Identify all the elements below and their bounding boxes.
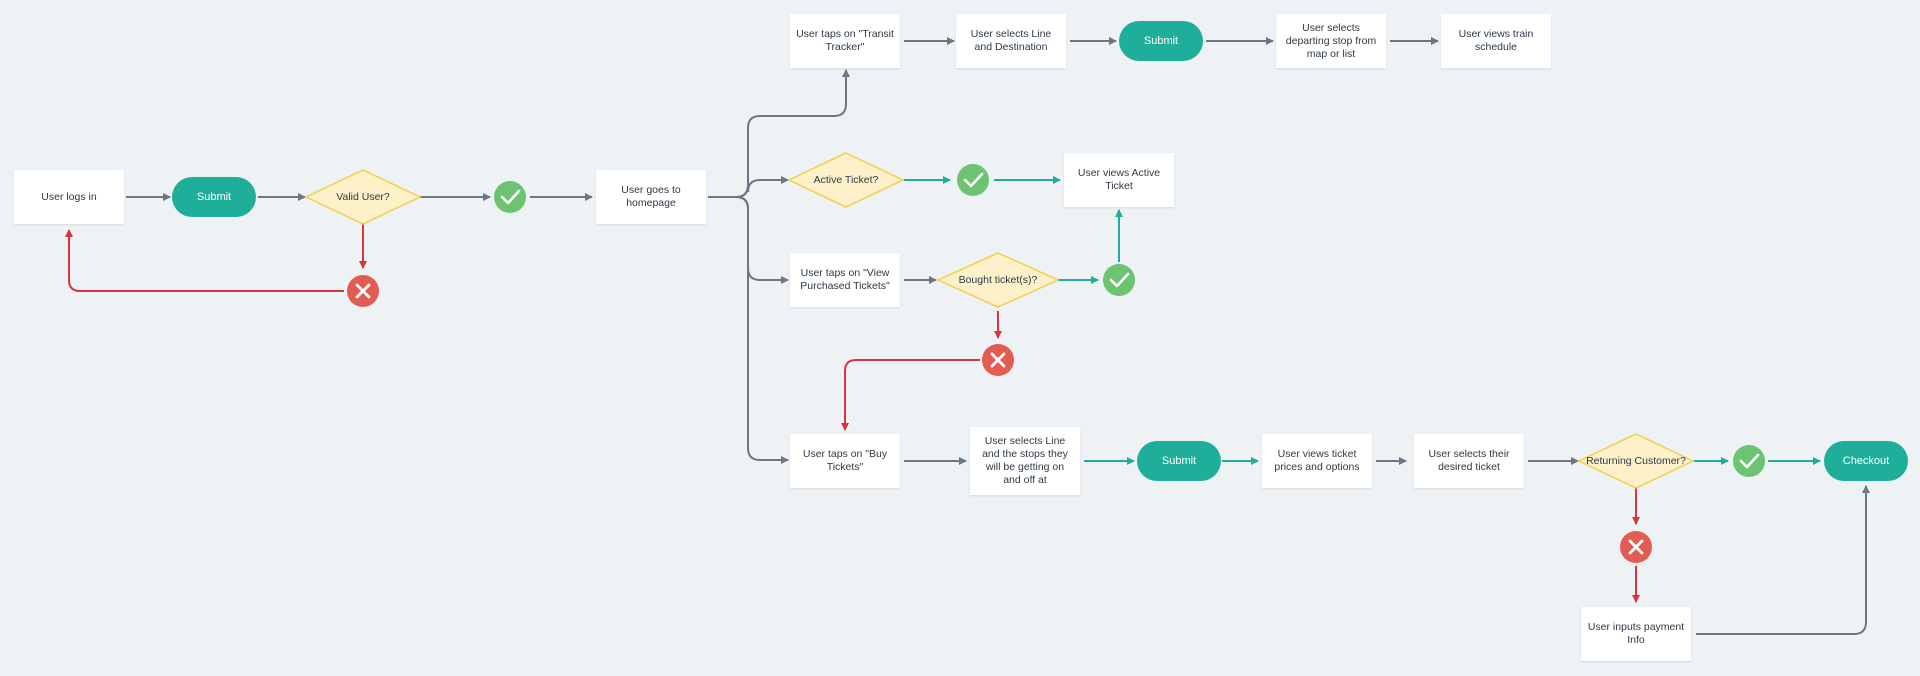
decision-returning-customer xyxy=(1577,433,1695,489)
check-circle-icon xyxy=(1733,445,1765,477)
decision-bought-tickets xyxy=(936,252,1060,308)
step-label: User selects Line and Destination xyxy=(970,28,1052,53)
step-taps-buy-tickets: User taps on "Buy Tickets" xyxy=(790,434,900,488)
step-label: User taps on "Transit Tracker" xyxy=(796,28,894,53)
step-selects-desired-ticket: User selects their desired ticket xyxy=(1414,434,1524,488)
submit-button[interactable]: Submit xyxy=(1119,21,1203,61)
x-circle-icon xyxy=(982,344,1014,376)
arrow-payment-checkout xyxy=(1696,485,1870,635)
decision-label-bought-tickets: Bought ticket(s)? xyxy=(958,274,1038,286)
step-taps-transit-tracker: User taps on "Transit Tracker" xyxy=(790,14,900,68)
step-label: User taps on "View Purchased Tickets" xyxy=(800,267,890,292)
decision-label-active-ticket: Active Ticket? xyxy=(813,174,879,186)
decision-label-valid-user: Valid User? xyxy=(336,191,390,203)
arrow-x-login xyxy=(65,229,344,292)
step-label: User views Active Ticket xyxy=(1077,167,1161,192)
check-circle-icon xyxy=(1103,264,1135,296)
submit-button[interactable]: Submit xyxy=(1137,441,1221,481)
gray-connectors xyxy=(126,37,1870,635)
step-label: User selects departing stop from map or … xyxy=(1285,21,1377,60)
step-selects-line-stops: User selects Line and the stops they wil… xyxy=(970,427,1080,495)
branch-purchased xyxy=(735,196,789,284)
step-label: User selects Line and the stops they wil… xyxy=(982,435,1068,486)
step-views-ticket-prices: User views ticket prices and options xyxy=(1262,434,1372,488)
step-label: User goes to homepage xyxy=(621,184,681,209)
step-label: User inputs payment Info xyxy=(1587,621,1685,646)
decision-valid-user xyxy=(304,169,422,225)
arrow-x-buy xyxy=(841,359,980,431)
x-circle-icon xyxy=(347,275,379,307)
step-label: User views train schedule xyxy=(1458,28,1534,53)
x-circle-icon xyxy=(1620,531,1652,563)
step-taps-view-purchased: User taps on "View Purchased Tickets" xyxy=(790,253,900,307)
step-label: User selects their desired ticket xyxy=(1428,448,1510,473)
step-views-train-schedule: User views train schedule xyxy=(1441,14,1551,68)
red-connectors xyxy=(65,223,1640,603)
step-selects-line-destination: User selects Line and Destination xyxy=(956,14,1066,68)
teal-connectors xyxy=(904,176,1821,465)
checkout-button[interactable]: Checkout xyxy=(1824,441,1908,481)
step-label: User taps on "Buy Tickets" xyxy=(802,448,888,473)
step-label: User logs in xyxy=(41,190,97,203)
decision-active-ticket xyxy=(787,152,905,208)
submit-button[interactable]: Submit xyxy=(172,177,256,217)
step-selects-departing-stop: User selects departing stop from map or … xyxy=(1276,14,1386,68)
step-label: User views ticket prices and options xyxy=(1274,448,1360,473)
check-circle-icon xyxy=(957,164,989,196)
step-views-active-ticket: User views Active Ticket xyxy=(1064,153,1174,207)
check-circle-icon xyxy=(494,181,526,213)
step-user-logs-in: User logs in xyxy=(14,170,124,224)
branch-active xyxy=(735,176,789,198)
step-inputs-payment-info: User inputs payment Info xyxy=(1581,607,1691,661)
decision-label-returning-customer: Returning Customer? xyxy=(1586,455,1686,467)
step-user-goes-homepage: User goes to homepage xyxy=(596,170,706,224)
branch-buy xyxy=(735,196,789,464)
